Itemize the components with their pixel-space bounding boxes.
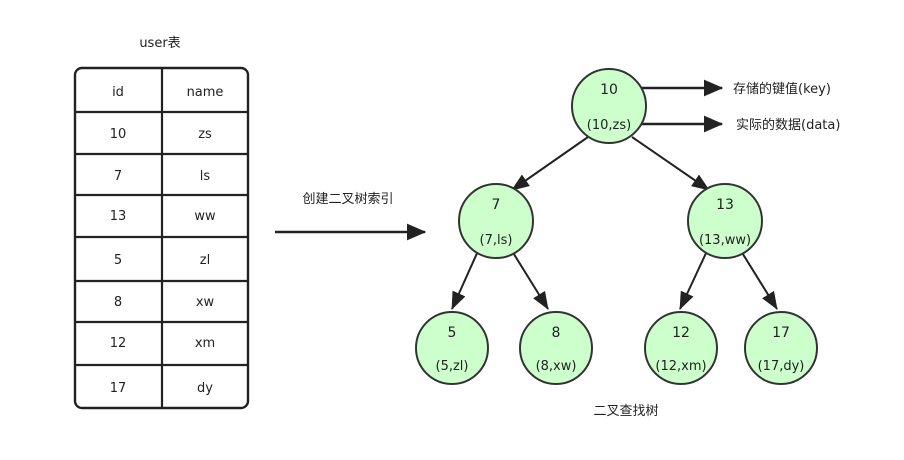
- table-cell-id: 17: [110, 381, 127, 396]
- table-cell-id: 7: [114, 169, 122, 184]
- table-cell-id: 8: [114, 295, 122, 310]
- table-cell-name: xw: [196, 295, 215, 310]
- edge-7-to-8: [511, 250, 549, 310]
- node-data-label: (10,zs): [587, 118, 631, 133]
- process-arrow-group: 创建二叉树索引: [275, 192, 427, 241]
- tree-node-13[interactable]: 13 (13,ww): [687, 183, 763, 259]
- data-annotation-label: 实际的数据(data): [736, 117, 840, 133]
- table-cell-id: 5: [114, 253, 122, 268]
- table-cell-name: dy: [197, 381, 213, 396]
- table-cell-id: 12: [110, 336, 127, 351]
- node-key-label: 8: [552, 325, 561, 341]
- tree-node-17[interactable]: 17 (17,dy): [744, 311, 818, 385]
- edge-13-to-12: [679, 250, 708, 310]
- edge-13-to-17: [740, 250, 778, 310]
- tree-node-12[interactable]: 12 (12,xm): [644, 311, 718, 385]
- node-circle: [415, 311, 489, 385]
- node-data-label: (17,dy): [758, 359, 805, 374]
- node-circle: [687, 183, 763, 259]
- node-data-label: (12,xm): [655, 359, 706, 374]
- node-key-label: 7: [492, 197, 501, 213]
- node-key-label: 13: [716, 197, 734, 213]
- table-title: user表: [139, 36, 180, 51]
- edge-7-to-5: [451, 250, 479, 310]
- table-cell-name: ww: [194, 209, 216, 224]
- tree-node-8[interactable]: 8 (8,xw): [519, 311, 593, 385]
- node-key-label: 5: [448, 325, 457, 341]
- node-data-label: (7,ls): [480, 233, 513, 248]
- table-cell-name: ls: [200, 169, 211, 184]
- node-data-label: (8,xw): [536, 359, 577, 374]
- node-key-label: 17: [772, 325, 790, 341]
- tree-node-7[interactable]: 7 (7,ls): [458, 183, 534, 259]
- table-cell-name: zs: [198, 127, 212, 142]
- tree-edges: [451, 136, 778, 310]
- edge-root-to-13: [631, 136, 710, 191]
- tree-node-5[interactable]: 5 (5,zl): [415, 311, 489, 385]
- table-header-id: id: [112, 85, 124, 100]
- user-table: user表 id name 10 zs 7 ls 13 ww: [73, 36, 250, 410]
- tree-nodes: 10 (10,zs) 7 (7,ls) 13 (13,ww) 5 (5,zl): [415, 68, 818, 385]
- table-cell-id: 10: [110, 127, 127, 142]
- table-header-name: name: [187, 85, 224, 100]
- annotation-arrows: 存储的键值(key) 实际的数据(data): [640, 79, 840, 133]
- key-annotation-label: 存储的键值(key): [733, 81, 831, 97]
- node-data-label: (13,ww): [699, 233, 751, 248]
- node-key-label: 12: [672, 325, 690, 341]
- node-circle: [744, 311, 818, 385]
- node-circle: [519, 311, 593, 385]
- edge-root-to-7: [511, 136, 589, 191]
- process-label: 创建二叉树索引: [302, 192, 393, 207]
- tree-caption: 二叉查找树: [593, 404, 658, 419]
- node-circle: [644, 311, 718, 385]
- node-data-label: (5,zl): [436, 359, 469, 374]
- tree-node-root[interactable]: 10 (10,zs): [571, 68, 647, 144]
- table-cell-id: 13: [110, 209, 127, 224]
- table-cell-name: xm: [195, 336, 215, 351]
- table-cell-name: zl: [200, 253, 210, 268]
- node-circle: [458, 183, 534, 259]
- node-circle: [571, 68, 647, 144]
- node-key-label: 10: [600, 82, 618, 98]
